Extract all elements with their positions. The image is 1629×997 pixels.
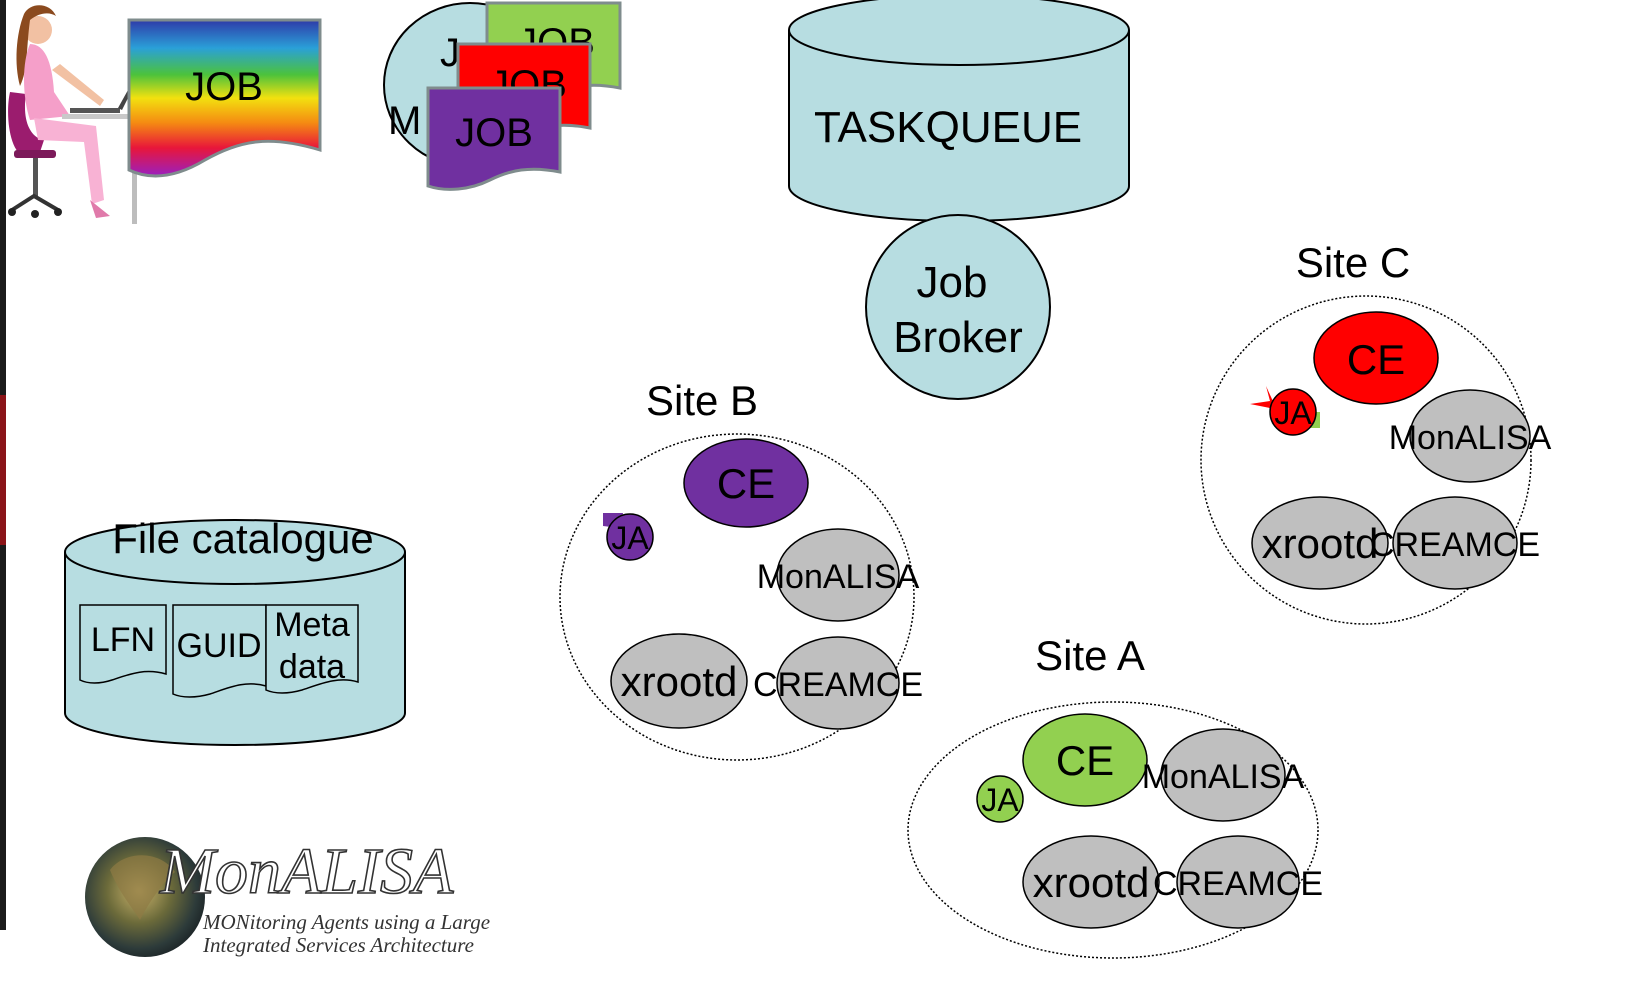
doc-metadata-line2: data <box>279 648 345 686</box>
site-c-xrootd[interactable]: xrootd <box>1251 496 1389 590</box>
job-document-purple[interactable]: JOB <box>426 86 562 191</box>
site-a-xrootd-label: xrootd <box>1033 859 1150 906</box>
site-c-xrootd-label: xrootd <box>1262 520 1379 567</box>
site-b-monalisa-label: MonALISA <box>757 558 920 596</box>
doc-lfn[interactable]: LFN <box>79 604 167 684</box>
site-b-creamce-label: CREAMCE <box>753 666 923 704</box>
site-b-creamce[interactable]: CREAMCE <box>753 636 923 730</box>
site-c-creamce-label: CREAMCE <box>1370 526 1540 564</box>
site-a-ce-label: CE <box>1056 737 1114 784</box>
job-broker-line2: Broker <box>893 313 1023 362</box>
logo-subtitle-line2: Integrated Services Architecture <box>202 933 474 957</box>
site-a-monalisa-label: MonALISA <box>1142 758 1305 796</box>
site-c-label: Site C <box>1296 239 1410 286</box>
site-a-label: Site A <box>1035 632 1145 679</box>
doc-metadata[interactable]: Meta data <box>265 604 359 694</box>
site-b-ja[interactable]: JA <box>603 513 654 561</box>
site-a-ja-label: JA <box>981 782 1019 818</box>
site-b-xrootd[interactable]: xrootd <box>610 633 748 729</box>
site-b-monalisa[interactable]: MonALISA <box>757 528 920 622</box>
taskqueue-label: TASKQUEUE <box>814 103 1082 152</box>
site-c-ce[interactable]: CE <box>1313 311 1439 405</box>
file-catalogue-title: File catalogue <box>112 515 374 562</box>
doc-lfn-label: LFN <box>91 621 155 659</box>
site-c-creamce[interactable]: CREAMCE <box>1370 496 1540 590</box>
job-purple-label: JOB <box>455 111 533 155</box>
job-broker-line1: Job <box>917 258 988 307</box>
doc-guid-label: GUID <box>177 627 262 665</box>
site-c-monalisa-label: MonALISA <box>1389 419 1552 457</box>
site-c-ja-label: JA <box>1274 395 1312 431</box>
site-b-ja-label: JA <box>611 520 649 556</box>
site-a-ja[interactable]: JA <box>976 775 1024 823</box>
doc-guid[interactable]: GUID <box>172 604 267 698</box>
site-c-ja[interactable]: JA <box>1250 386 1320 436</box>
site-c-ce-label: CE <box>1347 336 1405 383</box>
user-job-label: JOB <box>185 65 263 109</box>
job-stack: J M JOB JOB JOB <box>383 1 622 191</box>
site-b-ce[interactable]: CE <box>683 438 809 528</box>
site-b-xrootd-label: xrootd <box>621 658 738 705</box>
hidden-text-top: J <box>440 31 460 75</box>
site-c-monalisa[interactable]: MonALISA <box>1389 389 1552 483</box>
site-b-ce-label: CE <box>717 460 775 507</box>
monalisa-logo: MonALISA MONitoring Agents using a Large… <box>85 834 490 957</box>
site-b[interactable]: Site B CE JA MonALISA xrootd CREAMCE <box>559 377 923 761</box>
site-a-monalisa[interactable]: MonALISA <box>1142 728 1305 822</box>
hidden-text-bottom: M <box>388 99 421 143</box>
site-a-creamce-label: CREAMCE <box>1153 865 1323 903</box>
site-a[interactable]: Site A CE JA MonALISA xrootd CREAMCE <box>907 632 1323 959</box>
job-broker[interactable]: Job Broker <box>865 214 1051 400</box>
site-b-label: Site B <box>646 377 758 424</box>
user-job-document[interactable]: JOB <box>127 18 322 178</box>
site-a-xrootd[interactable]: xrootd <box>1022 835 1160 929</box>
logo-subtitle-line1: MONitoring Agents using a Large <box>202 910 490 934</box>
file-catalogue-cylinder[interactable]: File catalogue LFN GUID Meta data <box>64 515 406 746</box>
doc-metadata-line1: Meta <box>274 606 350 644</box>
taskqueue-cylinder[interactable]: TASKQUEUE <box>788 0 1130 222</box>
site-a-ce[interactable]: CE <box>1022 713 1148 807</box>
left-edge-strip <box>0 0 6 930</box>
logo-title: MonALISA <box>159 835 454 908</box>
site-c[interactable]: Site C CE JA MonALISA xrootd CREAMCE <box>1200 239 1552 625</box>
site-a-creamce[interactable]: CREAMCE <box>1153 835 1323 929</box>
